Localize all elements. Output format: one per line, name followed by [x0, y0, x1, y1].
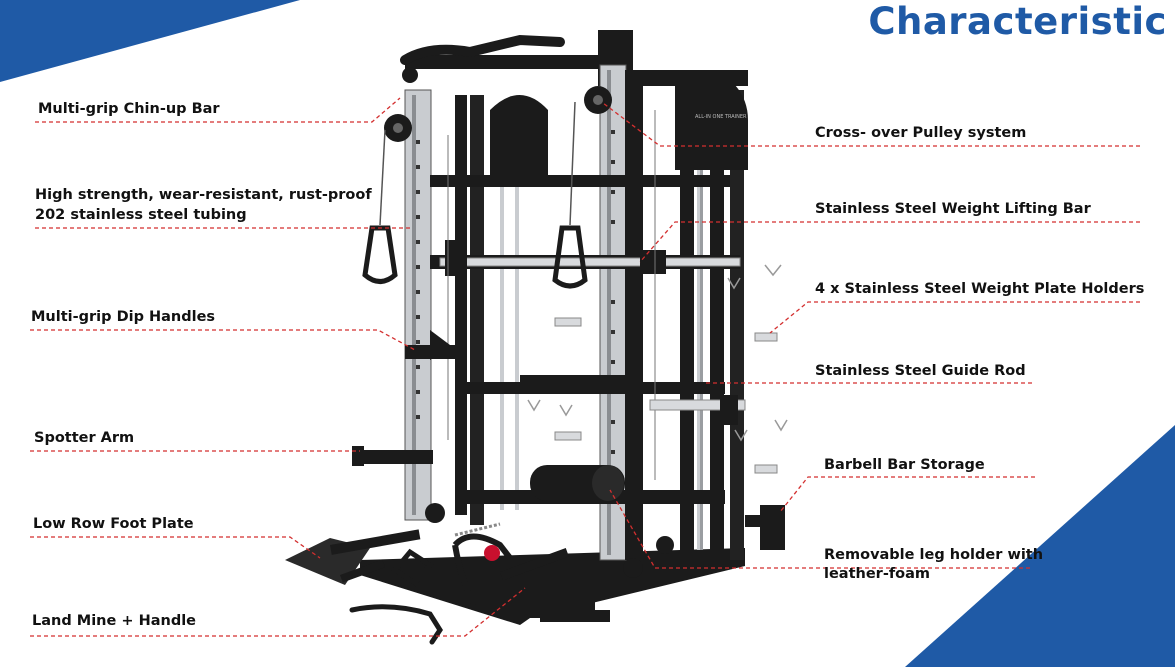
label-plate-holders: 4 x Stainless Steel Weight Plate Holders	[815, 281, 1145, 297]
weight-lifting-bar	[439, 257, 741, 267]
cable-handle-left	[362, 225, 398, 284]
label-leg-holder-line2: leather-foam	[824, 566, 931, 582]
power-rack: ALL-IN ONE TRAINER	[285, 30, 788, 645]
plate-holders	[554, 317, 778, 474]
label-low-row: Low Row Foot Plate	[33, 516, 194, 532]
leader-leg-holder	[609, 489, 1030, 569]
guide-rod-left	[500, 180, 504, 510]
leader-dip-handles	[30, 329, 416, 351]
label-tubing-line2: 202 stainless steel tubing	[35, 207, 247, 223]
leader-crossover	[602, 102, 1140, 147]
leader-lifting-bar	[639, 221, 1140, 263]
cable-handle-right	[552, 225, 588, 289]
leader-low-row	[30, 536, 321, 559]
spotter-arm	[355, 450, 433, 464]
label-dip-handles: Multi-grip Dip Handles	[31, 309, 216, 325]
callout-lines	[30, 97, 1140, 637]
label-land-mine: Land Mine + Handle	[32, 613, 197, 629]
front-upright-left	[404, 89, 432, 521]
bottom-right-blue-wedge	[905, 425, 1175, 667]
label-lifting-bar: Stainless Steel Weight Lifting Bar	[815, 201, 1091, 217]
leader-land-mine	[30, 587, 526, 637]
label-leg-holder-line1: Removable leg holder with	[824, 547, 1044, 563]
label-crossover: Cross- over Pulley system	[815, 125, 1027, 141]
multi-grip-chin-up-bar	[400, 34, 565, 65]
rear-arch-left	[490, 95, 548, 175]
frame-logo: ALL-IN ONE TRAINER	[695, 114, 747, 120]
label-chin-up-bar: Multi-grip Chin-up Bar	[38, 101, 220, 117]
label-tubing-line1: High strength, wear-resistant, rust-proo…	[35, 187, 372, 203]
leader-bar-storage	[779, 476, 1035, 513]
rear-upright-left	[470, 95, 484, 525]
top-left-blue-wedge	[0, 0, 300, 82]
leader-plate-holders	[769, 301, 1140, 334]
top-crossbar	[405, 55, 620, 69]
guide-rod-right	[697, 170, 701, 550]
label-spotter-arm: Spotter Arm	[34, 430, 135, 446]
page-title: Characteristic	[868, 0, 1167, 43]
tricep-rope	[349, 604, 443, 645]
leader-chin-up-bar	[35, 97, 401, 123]
label-bar-storage: Barbell Bar Storage	[824, 457, 985, 473]
land-mine-handle	[391, 548, 434, 587]
rear-upright-right	[730, 90, 744, 560]
barbell-bar-storage	[760, 505, 785, 550]
label-guide-rod: Stainless Steel Guide Rod	[815, 363, 1026, 379]
base-frame	[360, 548, 745, 625]
